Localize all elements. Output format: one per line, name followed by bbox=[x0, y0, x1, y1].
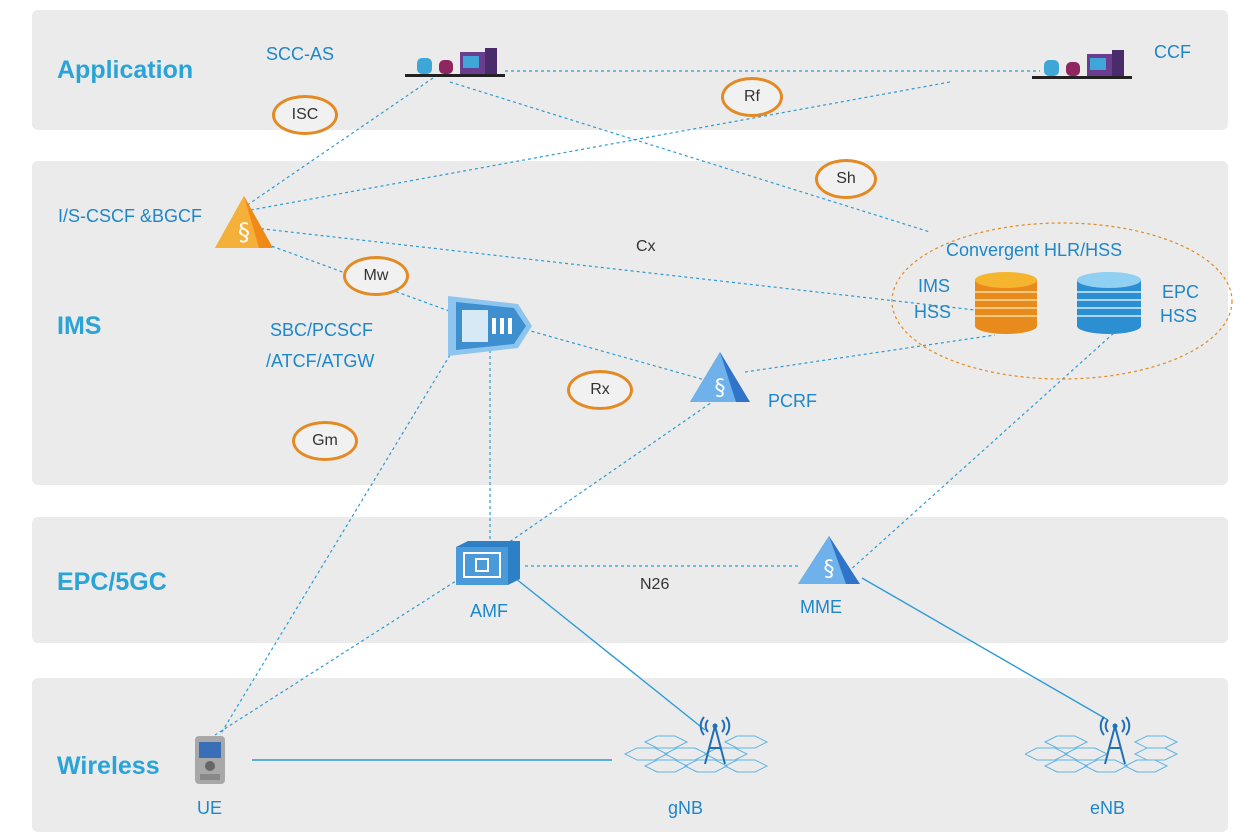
iface-gm: Gm bbox=[292, 421, 358, 461]
link-isc bbox=[239, 77, 434, 211]
link-mme-epchss bbox=[847, 331, 1116, 573]
iscscf-label: I/S-CSCF &BGCF bbox=[58, 206, 203, 226]
sbc-label-line1: SBC/PCSCF bbox=[270, 320, 374, 340]
link-cx bbox=[254, 227, 976, 311]
gnb-tower-icon[interactable] bbox=[615, 712, 775, 778]
link-amf-ue bbox=[214, 571, 471, 736]
svg-text:§: § bbox=[715, 376, 726, 401]
hss-group-ellipse bbox=[891, 222, 1233, 380]
ccf-server-icon[interactable] bbox=[1032, 50, 1132, 84]
svg-text:§: § bbox=[238, 218, 250, 246]
link-pcrf-amf bbox=[504, 399, 716, 546]
pcrf-label: PCRF bbox=[768, 391, 817, 411]
epc-hss-label-line1: EPC bbox=[1162, 282, 1200, 302]
ims-hss-database-icon[interactable] bbox=[975, 272, 1037, 334]
link-sh bbox=[449, 81, 931, 233]
scc-as-label: SCC-AS bbox=[266, 44, 335, 64]
wireless-layer bbox=[32, 678, 1228, 832]
link-mme-enb bbox=[861, 577, 1109, 721]
link-rf bbox=[239, 81, 951, 213]
enb-tower-icon[interactable] bbox=[1025, 712, 1185, 778]
gnb-label: gNB bbox=[668, 798, 704, 818]
iface-isc: ISC bbox=[272, 95, 338, 135]
epc-hss-label-line2: HSS bbox=[1160, 306, 1198, 326]
ccf-label: CCF bbox=[1154, 42, 1191, 62]
iface-rx: Rx bbox=[567, 370, 633, 410]
layer-title-application: Application bbox=[57, 56, 194, 84]
ims-hss-label-line2: HSS bbox=[914, 302, 952, 322]
epc-5gc-layer bbox=[32, 517, 1228, 643]
amf-label: AMF bbox=[470, 601, 508, 621]
iface-sh: Sh bbox=[815, 159, 877, 199]
ue-phone-icon[interactable] bbox=[195, 736, 225, 784]
layer-title-wireless: Wireless bbox=[57, 752, 160, 780]
cx-label: Cx bbox=[636, 238, 656, 255]
enb-label: eNB bbox=[1090, 798, 1126, 818]
iface-rf: Rf bbox=[721, 77, 783, 117]
pcrf-pyramid-icon[interactable]: § bbox=[690, 352, 750, 404]
epc-hss-database-icon[interactable] bbox=[1077, 272, 1141, 334]
sbc-gateway-icon[interactable] bbox=[448, 296, 532, 356]
link-gm bbox=[219, 354, 451, 736]
hss-group-label: Convergent HLR/HSS bbox=[946, 240, 1123, 260]
application-layer bbox=[32, 10, 1228, 130]
ims-hss-label-line1: IMS bbox=[918, 276, 951, 296]
ue-label: UE bbox=[197, 798, 223, 818]
sbc-label-line2: /ATCF/ATGW bbox=[266, 351, 375, 371]
svg-text:§: § bbox=[824, 557, 835, 582]
link-rx bbox=[519, 327, 706, 381]
layer-title-ims: IMS bbox=[57, 312, 102, 340]
layer-title-epc-5gc: EPC/5GC bbox=[57, 568, 167, 596]
link-pcrf-hss bbox=[744, 334, 996, 373]
link-amf-gnb bbox=[514, 577, 706, 731]
mme-pyramid-icon[interactable]: § bbox=[798, 536, 860, 586]
iscscf-pyramid-icon[interactable]: § bbox=[215, 196, 273, 252]
iface-mw: Mw bbox=[343, 256, 409, 296]
scc-as-server-icon[interactable] bbox=[405, 48, 505, 82]
amf-switch-icon[interactable] bbox=[456, 541, 520, 585]
mme-label: MME bbox=[800, 597, 842, 617]
n26-label: N26 bbox=[640, 576, 670, 593]
